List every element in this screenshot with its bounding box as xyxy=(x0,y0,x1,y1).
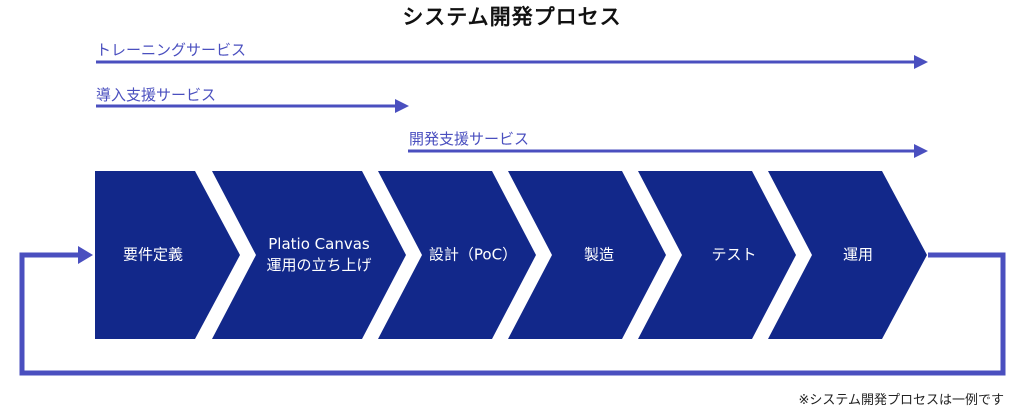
service-arrow-onboarding xyxy=(96,99,409,113)
step-test: テスト xyxy=(711,245,756,266)
step-build: 製造 xyxy=(584,245,614,266)
step-platio-launch: Platio Canvas 運用の立ち上げ xyxy=(266,234,371,276)
step-label-line1: 設計（PoC） xyxy=(428,245,518,264)
step-label-line2: 運用の立ち上げ xyxy=(266,256,372,274)
step-label-line1: 製造 xyxy=(583,245,615,264)
step-shape-platio-launch xyxy=(212,171,406,339)
feedback-loop-arrow xyxy=(19,246,1006,376)
step-label-line1: 要件定義 xyxy=(122,245,184,264)
diagram-title: システム開発プロセス xyxy=(402,5,622,29)
step-shape-requirements xyxy=(95,171,240,339)
arrowhead-icon xyxy=(914,144,928,158)
service-label-development: 開発支援サービス xyxy=(409,130,530,148)
step-shape-build xyxy=(508,171,666,339)
service-label-onboarding: 導入支援サービス xyxy=(96,86,217,104)
step-label-line1: Platio Canvas xyxy=(268,235,370,253)
service-arrow-training xyxy=(96,55,928,69)
step-shape-design-poc xyxy=(378,171,536,339)
step-label-line1: 運用 xyxy=(842,245,874,264)
arrowhead-icon xyxy=(78,246,93,264)
arrowhead-icon xyxy=(914,55,928,69)
step-label-line1: テスト xyxy=(711,245,757,264)
step-operation: 運用 xyxy=(843,245,873,266)
step-shape-operation xyxy=(768,171,927,339)
service-arrow-development xyxy=(408,144,928,158)
service-label-training: トレーニングサービス xyxy=(96,41,247,59)
arrowhead-icon xyxy=(395,99,409,113)
step-requirements: 要件定義 xyxy=(123,245,183,266)
footnote: ※システム開発プロセスは一例です xyxy=(798,393,1004,408)
step-shape-test xyxy=(638,171,796,339)
step-design-poc: 設計（PoC） xyxy=(429,245,517,266)
